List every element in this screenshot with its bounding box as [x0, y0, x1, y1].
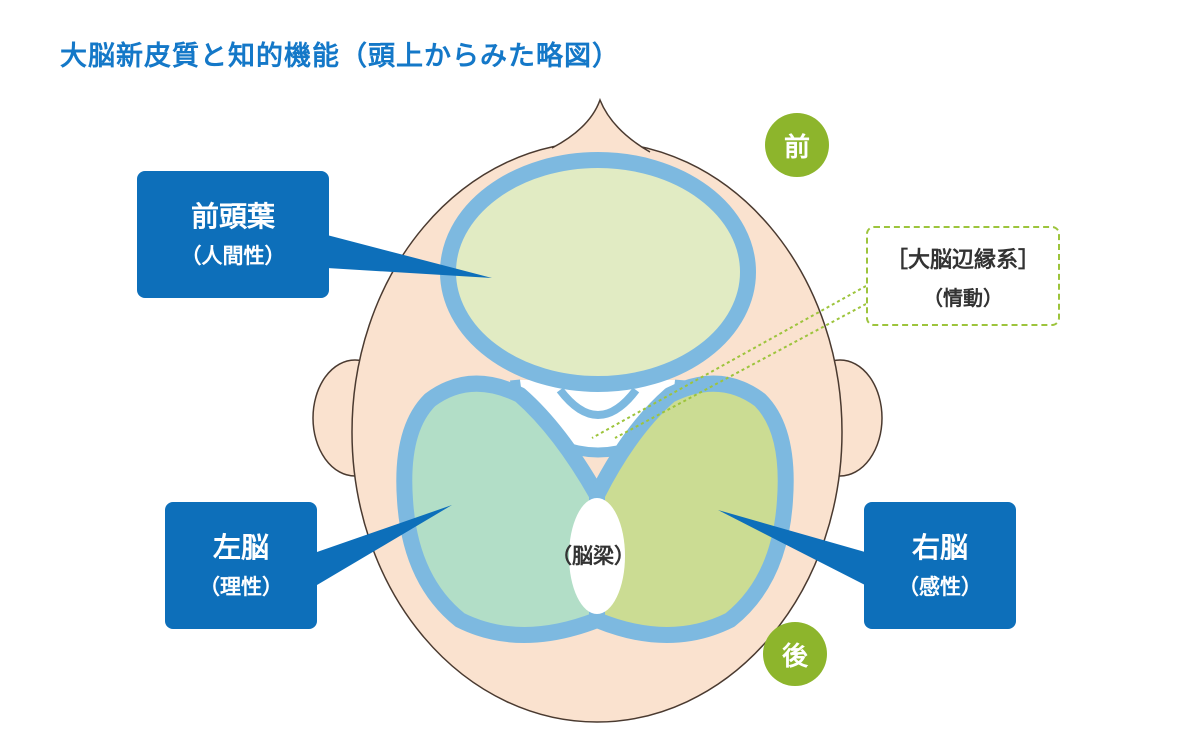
page-title: 大脳新皮質と知的機能（頭上からみた略図） — [60, 41, 620, 72]
right-hemisphere — [589, 375, 794, 643]
nose — [551, 97, 651, 153]
frontal-lobe-title: 前頭葉 — [190, 200, 275, 234]
right-brain-label: 右脳 （感性） — [864, 502, 1016, 629]
limbic-pointer-line — [591, 285, 867, 439]
front-marker: 前 — [765, 113, 829, 177]
right-brain-function: （感性） — [898, 574, 982, 599]
left-brain-title: 左脳 — [212, 531, 269, 565]
corpus-callosum-label: （脳梁） — [551, 544, 635, 568]
left-brain-function: （理性） — [199, 574, 283, 599]
left-hemisphere — [396, 375, 605, 643]
frontal-lobe-function: （人間性） — [180, 243, 286, 268]
right-pointer — [718, 510, 865, 585]
limbic-system-function: （情動） — [923, 285, 1003, 310]
limbic-system-title: ［大脳辺縁系］ — [885, 247, 1040, 273]
back-marker: 後 — [763, 622, 827, 686]
frontal-lobe-label: 前頭葉 （人間性） — [137, 171, 329, 298]
limbic-system-label: ［大脳辺縁系］ （情動） — [866, 226, 1060, 326]
right-brain-title: 右脳 — [911, 531, 968, 565]
frontal-pointer — [327, 235, 492, 278]
frontal-lobe — [440, 152, 756, 392]
left-brain-label: 左脳 （理性） — [165, 502, 317, 629]
corpus-callosum — [569, 498, 625, 614]
left-pointer — [317, 505, 452, 585]
